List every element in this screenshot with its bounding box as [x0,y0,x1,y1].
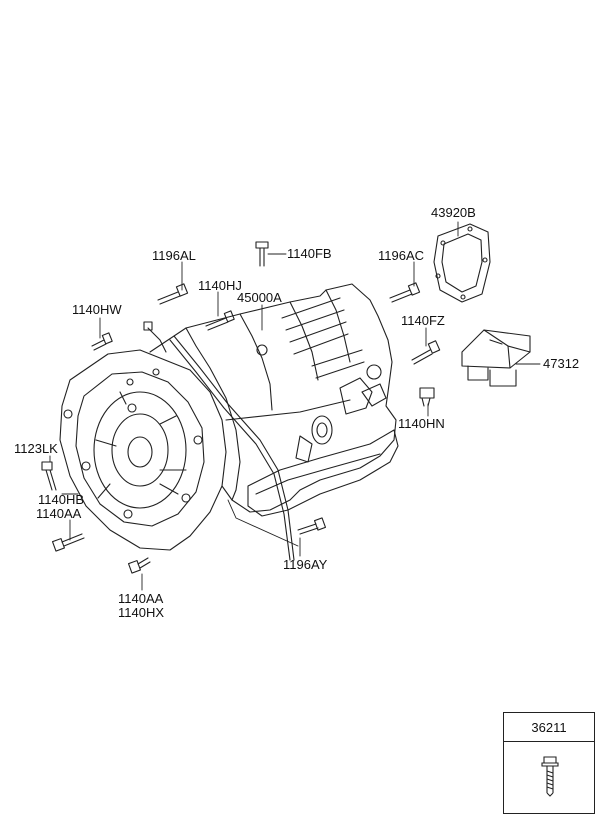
bolt-1140FB [255,241,269,267]
bolt-1196AC [389,282,421,303]
label-1140AA-left: 1140AA [36,506,82,521]
label-1140HJ: 1140HJ [198,278,242,293]
label-1196AL: 1196AL [152,248,196,263]
label-1140FZ: 1140FZ [401,313,445,328]
label-1140AA-bottom: 1140AA [118,591,164,606]
bolt-1123LK [41,461,57,491]
leader-lines [49,221,541,591]
legend-part-code: 36211 [531,720,567,735]
bolt-1140AA-bottom [127,557,151,574]
label-45000A: 45000A [237,290,282,305]
label-1140HN: 1140HN [398,416,445,431]
label-1140HB: 1140HB [38,492,85,507]
label-1196AY: 1196AY [283,557,328,572]
gasket-drawing [433,223,491,303]
label-43920B: 43920B [431,205,476,220]
bolt-1140HW [91,332,113,351]
bolt-1140AA-left [51,533,85,552]
bolt-1196AY [297,517,327,535]
label-1123LK: 1123LK [14,441,58,456]
label-1140FB: 1140FB [287,246,332,261]
bolt-1140HW-inner [143,321,167,353]
bolt-1196AL [157,283,189,305]
label-1140HW: 1140HW [72,302,122,317]
legend-box: 36211 [503,712,595,814]
bolt-icon [541,756,559,797]
legend-divider [504,741,594,742]
mount-bracket-drawing [461,329,531,387]
bolt-1140HN [419,387,435,407]
bolt-1140HJ [205,310,235,331]
bolt-1140FZ [411,340,441,365]
label-1140HX: 1140HX [118,605,165,620]
label-1196AC: 1196AC [378,248,425,263]
transmission-housing-drawing [59,283,399,561]
label-47312: 47312 [543,356,580,371]
